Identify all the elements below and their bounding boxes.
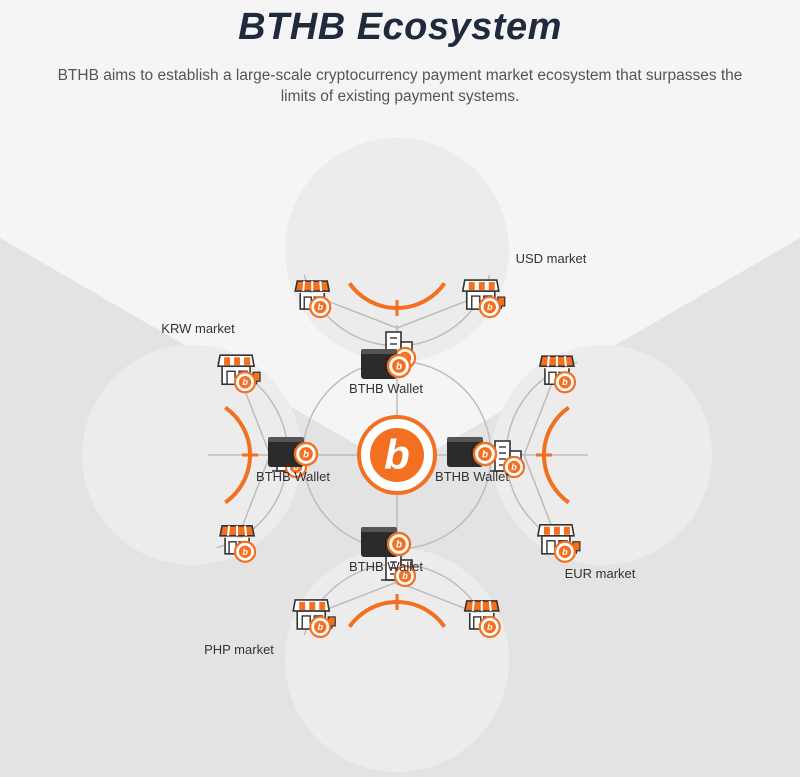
page-title: BTHB Ecosystem xyxy=(238,6,562,48)
svg-text:b: b xyxy=(482,449,488,460)
svg-text:b: b xyxy=(396,361,402,372)
bthb-coin-icon: b xyxy=(553,540,577,563)
bthb-coin-icon: b xyxy=(309,615,332,639)
svg-text:b: b xyxy=(317,302,323,312)
usd-market-label: USD market xyxy=(516,251,587,266)
krw-market-circle xyxy=(82,345,302,565)
bthb-coin-icon: b xyxy=(472,441,498,467)
svg-text:b: b xyxy=(303,449,309,460)
eur-market-label: EUR market xyxy=(565,566,636,581)
bthb-coin-icon: b xyxy=(293,441,319,467)
bthb-coin-icon: b xyxy=(478,295,501,319)
svg-text:b: b xyxy=(242,377,248,387)
svg-text:b: b xyxy=(384,431,410,478)
bthb-coin-icon: b xyxy=(233,371,257,394)
bthb-coin-icon: b xyxy=(386,531,412,557)
svg-text:b: b xyxy=(317,622,323,632)
bthb-coin-icon: b xyxy=(393,564,417,588)
wallet-label: BTHB Wallet xyxy=(435,469,509,484)
svg-text:b: b xyxy=(487,622,493,632)
bthb-coin-icon: b xyxy=(386,353,412,379)
svg-text:b: b xyxy=(511,462,517,472)
bthb-coin-icon: b xyxy=(553,371,577,394)
krw-market-label: KRW market xyxy=(161,321,235,336)
wallet-label: BTHB Wallet xyxy=(349,559,423,574)
bthb-coin-icon: b xyxy=(502,455,526,479)
eur-market-circle xyxy=(492,345,712,565)
bthb-coin-icon: b xyxy=(309,295,332,319)
svg-text:b: b xyxy=(562,377,568,387)
wallet-label: BTHB Wallet xyxy=(256,469,330,484)
svg-text:b: b xyxy=(562,547,568,557)
bthb-logo-icon: b xyxy=(357,415,437,495)
page-subtitle: BTHB aims to establish a large-scale cry… xyxy=(57,67,743,105)
wallet-label: BTHB Wallet xyxy=(349,381,423,396)
bthb-coin-icon: b xyxy=(478,615,501,639)
svg-text:b: b xyxy=(402,571,408,581)
svg-text:b: b xyxy=(396,539,402,550)
svg-text:b: b xyxy=(487,302,493,312)
php-market-label: PHP market xyxy=(204,642,274,657)
bthb-coin-icon: b xyxy=(233,540,257,563)
svg-text:b: b xyxy=(242,547,248,557)
